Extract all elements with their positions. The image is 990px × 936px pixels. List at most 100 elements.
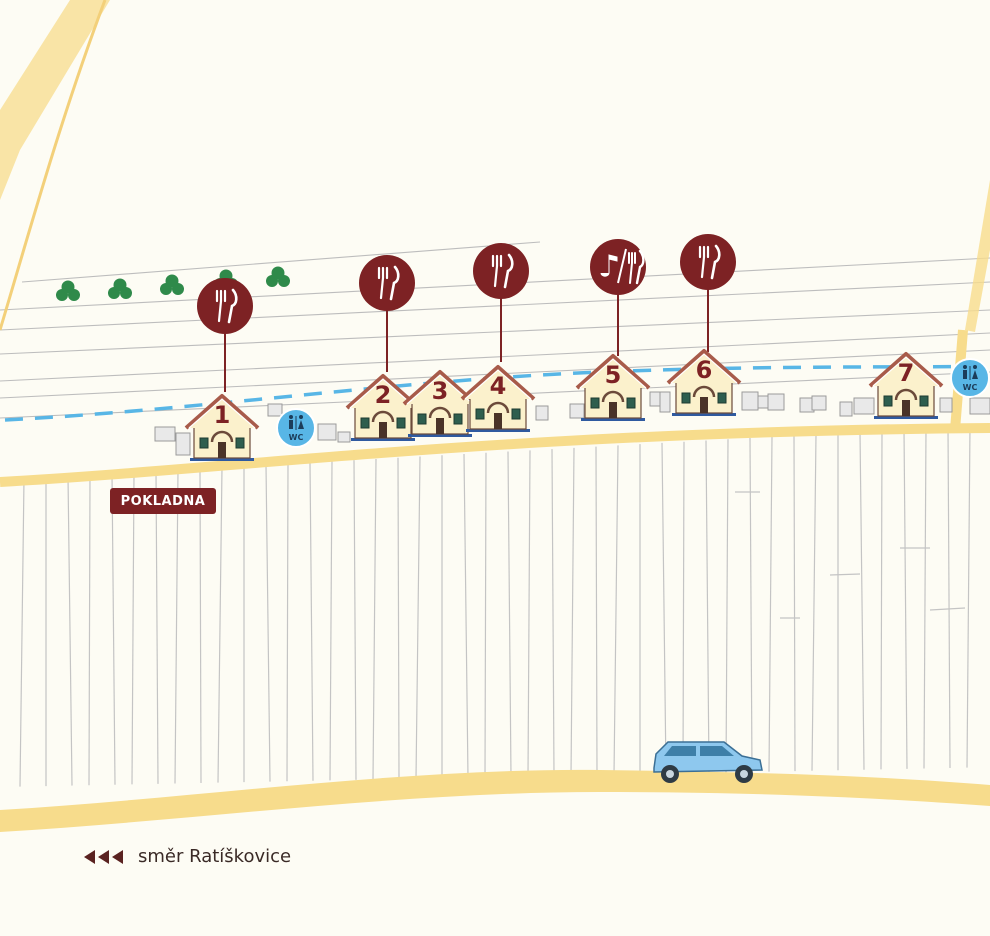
- parcel-line: [484, 452, 487, 778]
- parcel-line: [397, 457, 400, 780]
- car-hub: [666, 770, 674, 778]
- parcel-line: [570, 447, 575, 776]
- field-line: [0, 332, 990, 382]
- house-window: [511, 408, 521, 420]
- house-roof: [402, 370, 478, 406]
- parcel-line: [199, 468, 202, 783]
- knife-glyph: [389, 265, 400, 301]
- direction-indicator[interactable]: směr Ratíškovice: [84, 846, 291, 867]
- house-arch: [486, 401, 510, 414]
- house-roof: [184, 394, 260, 430]
- cellar-number: 4: [490, 372, 507, 400]
- parcel-line: [929, 607, 966, 611]
- wine-cellar-house[interactable]: 6: [666, 349, 742, 416]
- fork-knife-icon[interactable]: [680, 234, 736, 290]
- car-icon[interactable]: [653, 741, 763, 783]
- house-arch: [894, 388, 918, 401]
- road-northeast: [965, 180, 990, 332]
- house-door: [902, 400, 910, 416]
- parcel-line: [507, 451, 512, 777]
- house-roof: [345, 374, 421, 410]
- wc-man-head: [289, 415, 293, 419]
- wine-cellar-house[interactable]: 7: [868, 352, 944, 419]
- knife-glyph: [710, 244, 721, 280]
- wc-man-body: [289, 420, 293, 429]
- triple-chevron-left-icon: [84, 849, 126, 864]
- outbuilding: [853, 397, 875, 415]
- wc-label: WC: [963, 383, 978, 392]
- parcel-line: [309, 462, 314, 781]
- tree-icon: [160, 274, 184, 295]
- road-northwest-edge: [0, 0, 107, 331]
- house-roof-trim: [872, 356, 940, 387]
- outbuilding: [154, 426, 176, 442]
- tree-icon: [108, 278, 132, 299]
- house-door: [609, 402, 617, 418]
- house-base: [672, 413, 736, 416]
- house-roof-trim: [579, 358, 647, 389]
- outbuilding: [535, 405, 549, 421]
- parcel-line: [286, 463, 289, 782]
- amenity-pins: [197, 234, 736, 392]
- cashier-label[interactable]: POKLADNA: [110, 488, 216, 514]
- house-base: [874, 416, 938, 419]
- wine-cellar-house[interactable]: 4: [460, 365, 536, 432]
- parcel-line: [88, 474, 91, 786]
- house-window: [590, 397, 600, 409]
- outbuilding: [757, 395, 769, 409]
- parcel-line: [661, 442, 667, 774]
- house-door: [218, 442, 226, 458]
- parcel-line: [131, 472, 135, 785]
- house-window: [360, 417, 370, 429]
- toilet-icon[interactable]: WC: [950, 358, 990, 398]
- car-window: [700, 746, 734, 756]
- tree-icon: [56, 280, 80, 301]
- music-note-fork-knife-icon[interactable]: [590, 239, 646, 295]
- parcel-line: [947, 426, 951, 769]
- house-door: [436, 418, 444, 434]
- parcel-line: [749, 437, 753, 772]
- knife-glyph: [635, 249, 645, 285]
- wine-cellar-house[interactable]: 1: [184, 394, 260, 461]
- house-door: [379, 422, 387, 438]
- parcel-line: [613, 445, 619, 775]
- wine-cellar-house[interactable]: 3: [402, 370, 478, 437]
- outbuilding: [337, 431, 351, 443]
- parcel-line: [527, 450, 531, 777]
- divider-glyph: [617, 248, 627, 284]
- wc-man-body: [963, 370, 967, 379]
- toilet-icon[interactable]: WC: [276, 408, 316, 448]
- cellar-number: 3: [432, 377, 449, 405]
- house-roof-trim: [464, 369, 532, 400]
- fork-knife-icon[interactable]: [359, 255, 415, 311]
- house-roof-trim: [406, 374, 474, 405]
- parcel-line: [415, 456, 421, 779]
- wc-woman-head: [973, 365, 977, 369]
- house-door: [494, 413, 502, 429]
- wc-woman-body: [972, 370, 978, 379]
- parcel-line: [265, 465, 271, 782]
- outbuilding: [175, 432, 191, 456]
- walking-path: [4, 364, 990, 422]
- wc-man-head: [963, 365, 967, 369]
- parcel-line: [329, 461, 333, 781]
- fork-knife-icon[interactable]: [197, 278, 253, 334]
- outbuilding: [569, 403, 585, 419]
- cellar-number: 5: [605, 361, 622, 389]
- tree-crown: [113, 278, 127, 292]
- pin-circle: [197, 278, 253, 334]
- house-roof-trim: [349, 378, 417, 409]
- wine-cellar-house[interactable]: 5: [575, 354, 651, 421]
- parcel-line: [551, 449, 555, 776]
- cellar-number: 7: [898, 359, 915, 387]
- car-marker: [653, 741, 763, 783]
- cellar-number: 6: [696, 356, 713, 384]
- outbuilding: [659, 391, 671, 413]
- parcel-line: [768, 436, 773, 772]
- outbuilding: [267, 403, 283, 417]
- wine-cellar-house[interactable]: 2: [345, 374, 421, 441]
- wc-woman-head: [299, 415, 303, 419]
- house-window: [883, 395, 893, 407]
- fork-knife-icon[interactable]: [473, 243, 529, 299]
